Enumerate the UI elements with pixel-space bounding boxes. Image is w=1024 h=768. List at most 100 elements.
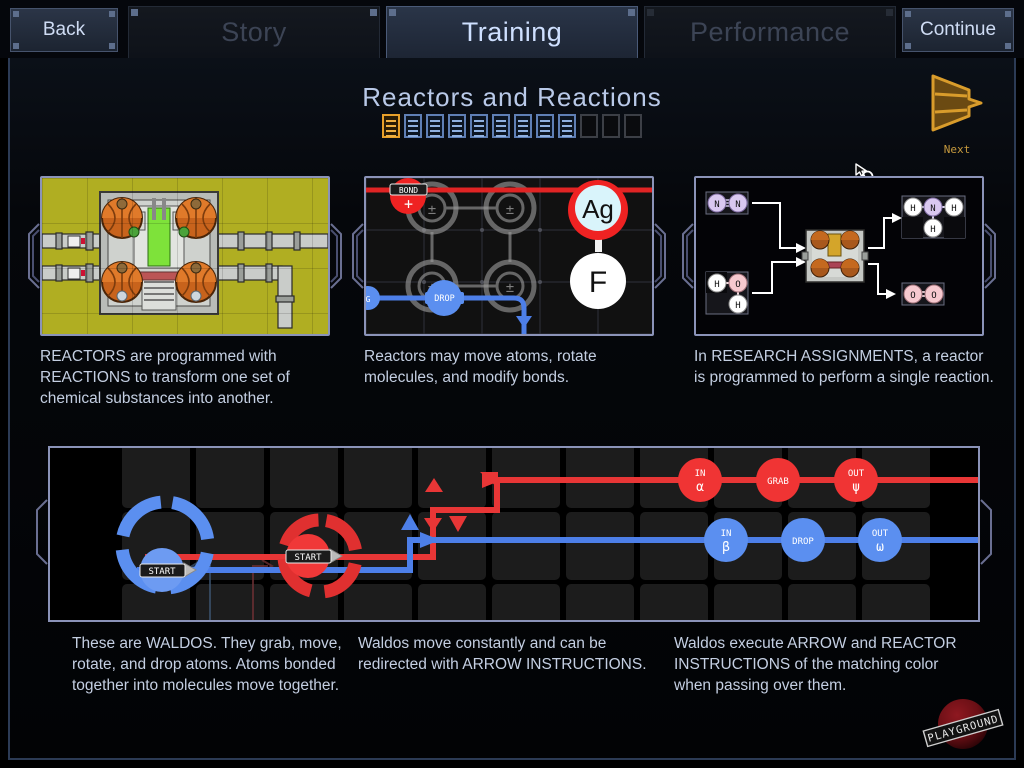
- waldo-panel: START START IN β DRO: [48, 446, 980, 622]
- reactor-card-caption: REACTORS are programmed with REACTIONS t…: [40, 348, 290, 407]
- svg-text:±: ±: [506, 280, 514, 296]
- progress-step[interactable]: [558, 114, 576, 138]
- svg-text:β: β: [722, 540, 730, 555]
- instruction-grab: GRAB: [756, 458, 800, 502]
- continue-button[interactable]: Continue: [902, 8, 1014, 52]
- continue-button-label: Continue: [919, 19, 997, 40]
- instruction-out-psi: OUT ψ: [834, 458, 878, 502]
- panel-bracket-right-icon: [330, 223, 342, 289]
- progress-step[interactable]: [492, 114, 510, 138]
- svg-text:O: O: [735, 280, 740, 290]
- next-button-label: Next: [943, 143, 971, 156]
- tab-story[interactable]: Story: [128, 6, 380, 58]
- instruction-in-beta: IN β: [704, 518, 748, 562]
- panel-bracket-left-icon: [682, 223, 694, 289]
- instruction-drop: DROP: [781, 518, 825, 562]
- svg-text:ψ: ψ: [852, 480, 860, 495]
- svg-text:±: ±: [506, 202, 514, 218]
- progress-step[interactable]: [514, 114, 532, 138]
- svg-text:H: H: [735, 301, 740, 311]
- input-molecule-h2o: H O H: [705, 271, 749, 315]
- waldo-caption-3: Waldos execute ARROW and REACTOR INSTRUC…: [674, 635, 957, 694]
- next-button[interactable]: Next: [928, 74, 986, 156]
- reaction-illustration: ±± ±± BOND + DROP: [364, 176, 654, 336]
- progress-step[interactable]: [448, 114, 466, 138]
- reaction-card-caption: Reactors may move atoms, rotate molecule…: [364, 348, 597, 386]
- mini-reactor-icon: [801, 229, 869, 283]
- reactor-grid-icon: ±± ±± BOND + DROP: [366, 178, 652, 334]
- svg-text:N: N: [735, 200, 740, 210]
- lesson-progress: [10, 114, 1014, 138]
- waldo-caption-1: These are WALDOS. They grab, move, rotat…: [72, 635, 342, 694]
- back-button-label: Back: [42, 19, 86, 40]
- svg-text:+: +: [404, 195, 413, 213]
- svg-text:DROP: DROP: [792, 537, 814, 547]
- progress-step-current[interactable]: [382, 114, 400, 138]
- back-button[interactable]: Back: [10, 8, 118, 52]
- waldo-red: START: [277, 513, 363, 599]
- content-frame: Reactors and Reactions Next: [8, 58, 1016, 760]
- svg-text:N: N: [930, 204, 935, 214]
- svg-text:H: H: [930, 225, 935, 235]
- research-assignment-icon: N N H O H: [696, 178, 982, 334]
- output-molecule-o2: O O: [901, 282, 945, 306]
- waldo-program-grid: START START IN β DRO: [50, 448, 978, 620]
- panel-bracket-left-icon: [28, 223, 40, 289]
- progress-step[interactable]: [470, 114, 488, 138]
- panel-bracket-right-icon: [984, 223, 996, 289]
- svg-text:O: O: [910, 291, 915, 301]
- svg-text:F: F: [589, 266, 607, 299]
- progress-step[interactable]: [536, 114, 554, 138]
- svg-text:N: N: [714, 200, 719, 210]
- progress-step[interactable]: [426, 114, 444, 138]
- waldo-caption-2: Waldos move constantly and can be redire…: [358, 635, 647, 673]
- instruction-out-omega: OUT ω: [858, 518, 902, 562]
- page-title: Reactors and Reactions: [362, 82, 662, 112]
- tab-training-label: Training: [461, 17, 563, 47]
- panel-bracket-right-icon: [980, 499, 992, 565]
- progress-step-locked: [624, 114, 642, 138]
- panel-bracket-left-icon: [352, 223, 364, 289]
- output-molecule-nh3: H N H H: [901, 195, 966, 239]
- research-card: N N H O H: [682, 176, 996, 336]
- svg-text:Ag: Ag: [582, 194, 614, 224]
- svg-text:OUT: OUT: [872, 529, 889, 539]
- tab-bar: Back Story Training Performance Continue: [0, 0, 1024, 58]
- research-illustration: N N H O H: [694, 176, 984, 336]
- svg-text:OUT: OUT: [848, 469, 865, 479]
- svg-text:H: H: [951, 204, 956, 214]
- reaction-card: ±± ±± BOND + DROP: [352, 176, 666, 336]
- instruction-in-alpha: IN α: [678, 458, 722, 502]
- tab-performance-label: Performance: [689, 17, 851, 47]
- svg-text:ω: ω: [876, 540, 884, 555]
- reactor-illustration: [40, 176, 330, 336]
- tab-story-label: Story: [221, 17, 287, 47]
- input-molecule-n2: N N: [705, 191, 749, 215]
- research-card-caption: In RESEARCH ASSIGNMENTS, a reactor is pr…: [694, 348, 994, 386]
- svg-text:G: G: [366, 295, 371, 304]
- playground-logo: PLAYGROUND: [922, 699, 1004, 749]
- reactor-card: [28, 176, 342, 336]
- svg-text:START: START: [294, 553, 322, 563]
- progress-step[interactable]: [404, 114, 422, 138]
- svg-text:BOND: BOND: [399, 186, 418, 195]
- svg-text:O: O: [931, 291, 936, 301]
- waldo-blue: START: [115, 495, 215, 595]
- svg-text:START: START: [148, 567, 176, 577]
- svg-text:GRAB: GRAB: [767, 477, 789, 487]
- progress-step-locked: [602, 114, 620, 138]
- svg-text:H: H: [714, 280, 719, 290]
- svg-text:IN: IN: [695, 469, 706, 479]
- tab-performance: Performance: [644, 6, 896, 58]
- progress-step-locked: [580, 114, 598, 138]
- reactor-top-down-icon: [42, 191, 328, 329]
- svg-text:DROP: DROP: [434, 294, 454, 304]
- panel-bracket-right-icon: [654, 223, 666, 289]
- next-arrow-icon: [931, 74, 983, 132]
- svg-text:IN: IN: [721, 529, 732, 539]
- svg-text:α: α: [696, 480, 704, 495]
- tab-training[interactable]: Training: [386, 6, 638, 58]
- panel-bracket-left-icon: [36, 499, 48, 565]
- svg-text:H: H: [910, 204, 915, 214]
